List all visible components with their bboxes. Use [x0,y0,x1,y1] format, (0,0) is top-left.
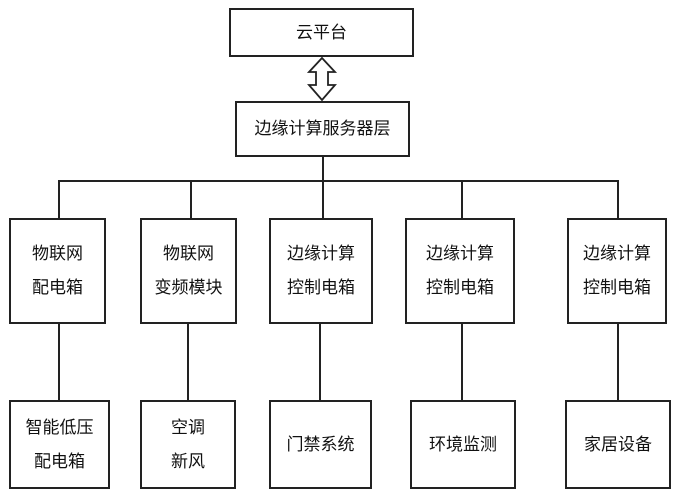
device-box-5: 家居设备 [565,400,671,489]
module-label-line: 物联网 [163,244,214,264]
device-box-2: 空调 新风 [140,400,236,489]
module-box-3: 边缘计算 控制电箱 [269,218,373,324]
device-connector-1 [58,324,60,400]
device-box-4: 环境监测 [410,400,516,489]
device-label-line: 环境监测 [429,434,497,455]
module-label-line: 边缘计算 [287,244,355,264]
device-label-line: 空调 [171,417,205,438]
bus-drop-5 [617,180,619,218]
bus-vertical-connector [322,157,324,181]
bus-drop-1 [58,180,60,218]
edge-server-layer-box: 边缘计算服务器层 [235,101,410,157]
cloud-platform-label: 云平台 [296,22,347,43]
module-box-4: 边缘计算 控制电箱 [405,218,515,324]
device-label-line: 新风 [171,451,205,472]
module-label-line: 控制电箱 [426,278,494,298]
device-connector-3 [319,324,321,400]
module-label-line: 边缘计算 [583,244,651,264]
device-label-line: 门禁系统 [286,434,355,455]
module-label-line: 控制电箱 [287,278,355,298]
device-label-line: 智能低压 [25,417,94,438]
device-label-line: 配电箱 [34,451,85,472]
edge-server-layer-label: 边缘计算服务器层 [254,119,391,139]
bus-drop-4 [461,180,463,218]
module-label-line: 控制电箱 [583,278,651,298]
device-box-3: 门禁系统 [269,400,372,489]
module-box-5: 边缘计算 控制电箱 [567,218,667,324]
bus-drop-3 [322,180,324,218]
cloud-platform-box: 云平台 [229,8,414,57]
module-label-line: 边缘计算 [426,244,494,264]
device-connector-2 [187,324,189,400]
device-label-line: 家居设备 [584,434,652,455]
device-box-1: 智能低压 配电箱 [9,400,110,489]
device-connector-5 [617,324,619,400]
bus-drop-2 [190,180,192,218]
module-label-line: 变频模块 [154,278,223,298]
module-box-1: 物联网 配电箱 [9,218,106,324]
device-connector-4 [461,324,463,400]
module-label-line: 配电箱 [32,278,83,298]
module-label-line: 物联网 [32,244,83,264]
bus-horizontal-line [58,180,618,182]
module-box-2: 物联网 变频模块 [140,218,237,324]
